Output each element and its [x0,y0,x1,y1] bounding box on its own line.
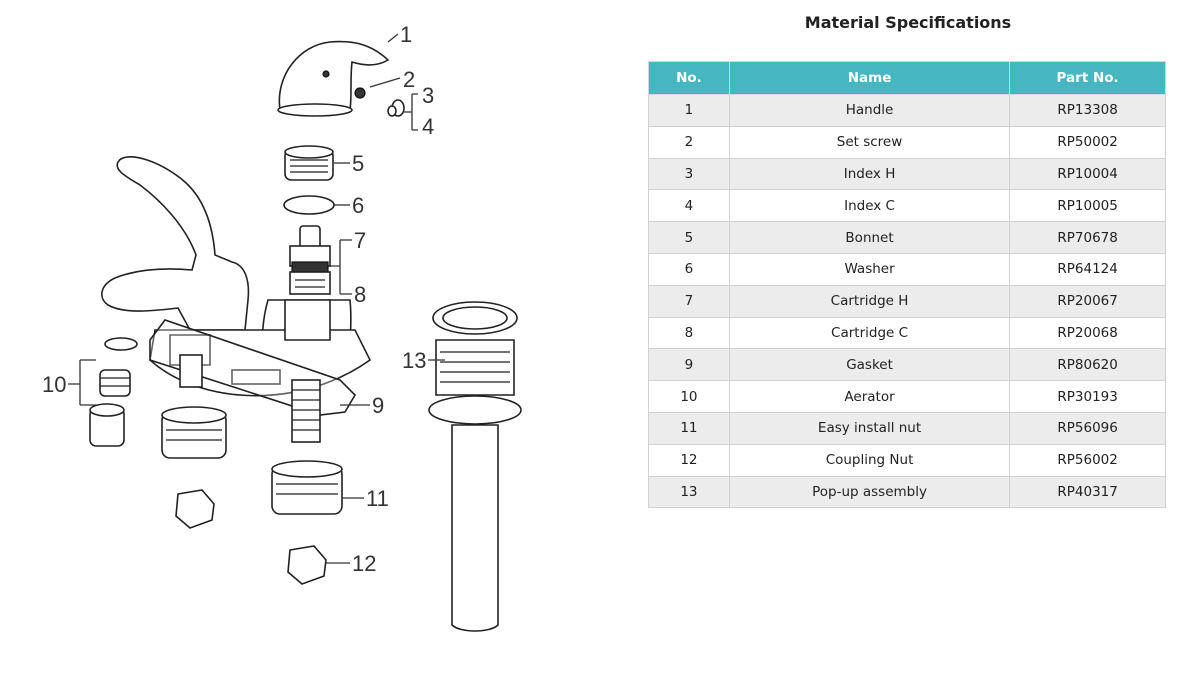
popup-assembly-part [428,301,522,632]
exploded-parts-diagram: 1 2 3 4 5 6 7 8 9 10 11 12 13 [42,22,522,632]
cell-name: Bonnet [728,221,1011,254]
material-specifications: Material Specifications No. Name Part No… [648,0,1168,509]
cell-name: Cartridge C [728,316,1011,350]
cell-part-no: RP40317 [1009,475,1166,509]
cell-name: Aerator [728,380,1011,413]
cell-part-no: RP10004 [1009,157,1166,191]
callout-11: 11 [366,486,389,511]
callout-9: 9 [372,393,384,418]
washer-part [283,195,335,215]
cell-no: 3 [648,157,730,191]
callout-12: 12 [352,551,376,576]
spec-title: Material Specifications [804,13,1012,32]
cell-part-no: RP20068 [1009,316,1166,350]
cell-no: 13 [648,475,730,509]
callout-2: 2 [403,67,415,92]
cell-no: 9 [648,348,730,382]
column-header-name: Name [728,61,1011,95]
callout-7: 7 [354,228,366,253]
cell-name: Washer [728,252,1011,286]
index-parts [387,99,405,117]
cell-part-no: RP64124 [1009,252,1166,286]
cell-part-no: RP10005 [1009,189,1166,223]
cell-part-no: RP56002 [1009,443,1166,477]
cell-no: 8 [648,316,730,350]
aerator-part [89,337,138,447]
cell-part-no: RP70678 [1009,221,1166,254]
callout-6: 6 [352,193,364,218]
callout-5: 5 [352,151,364,176]
cell-part-no: RP30193 [1009,380,1166,413]
cell-name: Cartridge H [728,284,1011,318]
cell-part-no: RP56096 [1009,411,1166,445]
table-header-row: No. Name Part No. [648,61,1166,95]
set-screw-part [354,87,366,99]
callout-4: 4 [422,114,434,139]
cell-no: 2 [648,125,730,159]
cell-part-no: RP20067 [1009,284,1166,318]
cell-name: Coupling Nut [728,443,1011,477]
easy-install-nut-part [161,406,343,515]
handle-part [277,40,390,117]
callout-10: 10 [42,372,66,397]
threaded-shanks [179,354,321,443]
cell-name: Set screw [728,125,1011,159]
callout-13: 13 [402,348,426,373]
cell-name: Easy install nut [728,411,1011,445]
column-header-no: No. [648,61,730,95]
callout-8: 8 [354,282,366,307]
cell-no: 1 [648,94,730,127]
cell-part-no: RP50002 [1009,125,1166,159]
column-header-part-no: Part No. [1009,61,1166,95]
cell-no: 7 [648,284,730,318]
faucet-body [101,156,372,397]
cell-no: 6 [648,252,730,286]
cell-name: Pop-up assembly [728,475,1011,509]
cartridge-part [289,225,331,295]
cell-no: 10 [648,380,730,413]
cell-part-no: RP13308 [1009,94,1166,127]
callout-3: 3 [422,83,434,108]
cell-no: 5 [648,221,730,254]
coupling-nut-part [175,489,327,585]
cell-no: 4 [648,189,730,223]
cell-no: 12 [648,443,730,477]
cell-no: 11 [648,411,730,445]
cell-name: Handle [728,94,1011,127]
cell-name: Index H [728,157,1011,191]
bonnet-part [284,145,334,181]
cell-part-no: RP80620 [1009,348,1166,382]
cell-name: Index C [728,189,1011,223]
callout-1: 1 [400,22,412,47]
cell-name: Gasket [728,348,1011,382]
